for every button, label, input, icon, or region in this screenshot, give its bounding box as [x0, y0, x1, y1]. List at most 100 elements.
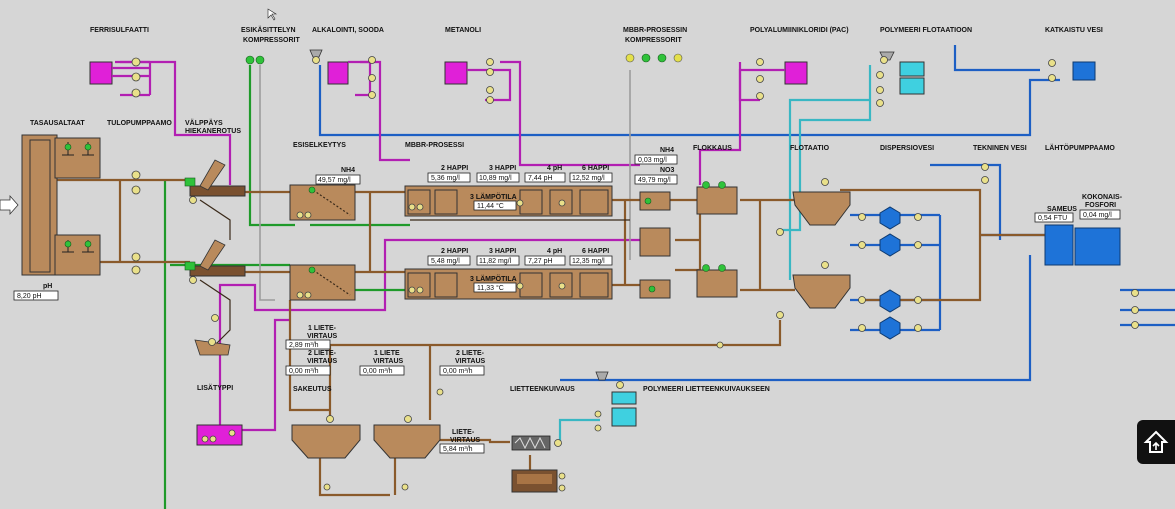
pump-icon[interactable]	[326, 415, 334, 423]
pump-icon[interactable]	[131, 57, 141, 67]
pump-icon[interactable]	[821, 261, 829, 269]
pump-icon[interactable]	[296, 291, 304, 299]
pump-icon[interactable]	[323, 483, 331, 491]
polymer-sludge-tank-2[interactable]	[611, 407, 637, 427]
pump-icon[interactable]	[914, 241, 922, 249]
pump-icon[interactable]	[914, 296, 922, 304]
pump-icon[interactable]	[858, 296, 866, 304]
pump-icon[interactable]	[312, 56, 320, 64]
pump-icon[interactable]	[776, 311, 784, 319]
mixer-icon[interactable]	[62, 142, 74, 156]
pump-icon[interactable]	[594, 410, 602, 418]
home-button[interactable]	[1137, 420, 1175, 464]
pump-icon[interactable]	[486, 86, 494, 94]
pump-icon[interactable]	[131, 170, 141, 180]
pump-icon[interactable]	[189, 196, 197, 204]
pump-icon[interactable]	[516, 282, 524, 290]
pump-icon[interactable]	[401, 483, 409, 491]
pump-icon[interactable]	[416, 286, 424, 294]
pump-icon[interactable]	[131, 185, 141, 195]
pump-icon[interactable]	[876, 71, 884, 79]
pump-icon[interactable]	[914, 324, 922, 332]
mixer-indicator	[648, 285, 656, 293]
pump-icon[interactable]	[304, 211, 312, 219]
pump-icon[interactable]	[616, 381, 624, 389]
pump-icon[interactable]	[304, 291, 312, 299]
pump-icon[interactable]	[416, 203, 424, 211]
chem-pipe-ferri	[115, 60, 232, 185]
pump-icon[interactable]	[914, 213, 922, 221]
pump-icon[interactable]	[131, 252, 141, 262]
pump-icon[interactable]	[208, 338, 216, 346]
pump-icon[interactable]	[296, 211, 304, 219]
compressor-icon[interactable]	[255, 55, 265, 65]
pump-icon[interactable]	[404, 415, 412, 423]
pump-icon[interactable]	[981, 176, 989, 184]
compressor-icon[interactable]	[641, 53, 651, 63]
pump-icon[interactable]	[131, 265, 141, 275]
pump-icon[interactable]	[756, 58, 764, 66]
pump-icon[interactable]	[756, 75, 764, 83]
pump-icon[interactable]	[189, 276, 197, 284]
polymer-sludge-tank-1[interactable]	[611, 391, 637, 405]
polymer-tank-1[interactable]	[899, 61, 925, 77]
mixer-indicator	[644, 197, 652, 205]
pump-icon[interactable]	[821, 178, 829, 186]
water-tank[interactable]	[1072, 61, 1096, 81]
lampotila-b-value: 11,33 °C	[477, 284, 504, 292]
pump-icon[interactable]	[516, 199, 524, 207]
pump-icon[interactable]	[554, 439, 562, 447]
pump-icon[interactable]	[594, 424, 602, 432]
pump-icon[interactable]	[558, 199, 566, 207]
pump-icon[interactable]	[558, 472, 566, 480]
compressor-icon[interactable]	[657, 53, 667, 63]
pump-icon[interactable]	[486, 58, 494, 66]
pump-icon[interactable]	[201, 435, 209, 443]
screw-press-icon[interactable]	[511, 435, 551, 451]
pump-icon[interactable]	[876, 99, 884, 107]
pump-icon[interactable]	[1131, 289, 1139, 297]
pump-icon[interactable]	[1131, 306, 1139, 314]
pac-tank[interactable]	[784, 61, 808, 85]
pump-icon[interactable]	[209, 435, 217, 443]
pump-icon[interactable]	[558, 282, 566, 290]
pump-icon[interactable]	[486, 68, 494, 76]
pump-icon[interactable]	[756, 92, 764, 100]
label-liete2-1: 2 LIETE-	[308, 350, 337, 357]
pump-icon[interactable]	[1048, 59, 1056, 67]
pump-icon[interactable]	[368, 56, 376, 64]
metanoli-tank[interactable]	[444, 61, 468, 85]
pump-icon[interactable]	[1131, 321, 1139, 329]
polymer-tank-2[interactable]	[899, 77, 925, 95]
pump-icon[interactable]	[558, 484, 566, 492]
pump-icon[interactable]	[716, 341, 724, 349]
pump-icon[interactable]	[436, 388, 444, 396]
mixer-icon[interactable]	[62, 240, 74, 253]
pump-icon[interactable]	[981, 163, 989, 171]
pump-icon[interactable]	[858, 324, 866, 332]
compressor-icon[interactable]	[245, 55, 255, 65]
label-ph4-a: 4 pH	[547, 165, 562, 172]
pump-icon[interactable]	[876, 86, 884, 94]
compressor-icon[interactable]	[673, 53, 683, 63]
pump-icon[interactable]	[858, 241, 866, 249]
compressor-icon[interactable]	[625, 53, 635, 63]
pump-icon[interactable]	[486, 96, 494, 104]
pump-icon[interactable]	[228, 429, 236, 437]
sooda-tank[interactable]	[327, 61, 349, 85]
water-pipe-flot	[953, 45, 1040, 72]
pump-icon[interactable]	[408, 203, 416, 211]
pump-icon[interactable]	[131, 72, 141, 82]
pump-icon[interactable]	[1048, 74, 1056, 82]
pump-icon[interactable]	[880, 56, 888, 64]
ferrisulfaatti-tank[interactable]	[89, 61, 113, 85]
pump-icon[interactable]	[408, 286, 416, 294]
pump-icon[interactable]	[368, 74, 376, 82]
pump-icon[interactable]	[368, 91, 376, 99]
pump-icon[interactable]	[858, 213, 866, 221]
pump-icon[interactable]	[211, 314, 219, 322]
mixer-icon[interactable]	[82, 240, 94, 253]
pump-icon[interactable]	[131, 88, 141, 98]
pump-icon[interactable]	[776, 228, 784, 236]
mixer-icon[interactable]	[82, 142, 94, 156]
